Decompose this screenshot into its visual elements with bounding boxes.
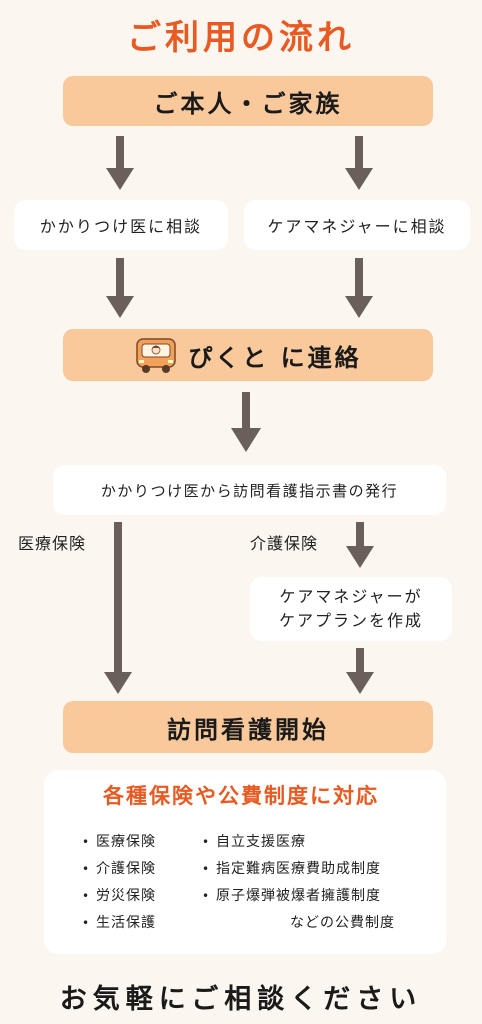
consult-doctor-box: かかりつけ医に相談 [14,200,228,250]
bus-icon [136,338,177,373]
start-visit-label: 訪問看護開始 [167,715,329,744]
contact-label: ぴくと に連絡 [188,343,362,372]
insurance-item: 介護保険 [82,858,156,878]
arrow-down-icon [104,522,132,694]
start-label: ご本人・ご家族 [153,89,343,118]
public-program-item: 指定難病医療費助成制度 [202,858,381,878]
public-program-item: 自立支援医療 [202,831,306,851]
public-program-item: 原子爆弾被爆者擁護制度 [202,885,381,905]
medical-insurance-label: 医療保険 [18,534,87,553]
instruction-label: かかりつけ医から訪問看護指示書の発行 [100,481,399,500]
instruction-box: かかりつけ医から訪問看護指示書の発行 [53,465,446,515]
arrow-down-icon [106,136,134,190]
careplan-line-2: ケアプランを作成 [278,611,423,630]
consult-caremanager-box: ケアマネジャーに相談 [244,200,470,250]
arrow-down-icon [345,136,373,190]
arrow-down-icon [346,648,374,694]
public-program-note: などの公費制度 [290,915,395,931]
careplan-line-1: ケアマネジャーが [279,587,423,606]
start-box: ご本人・ご家族 [63,76,433,126]
insurance-item: 医療保険 [82,831,156,851]
insurance-item: 生活保護 [82,912,156,932]
consult-doctor-label: かかりつけ医に相談 [39,217,203,236]
start-visit-box: 訪問看護開始 [63,701,433,753]
contact-box: ぴくと に連絡 [63,329,433,381]
arrow-down-icon [106,258,134,318]
arrow-down-icon [346,522,374,568]
footer-message: お気軽にご相談ください [59,984,423,1015]
insurance-item: 労災保険 [82,885,156,905]
arrow-down-icon [231,392,261,452]
care-insurance-label: 介護保険 [250,534,319,553]
page-title: ご利用の流れ [127,18,355,58]
consult-caremanager-label: ケアマネジャーに相談 [267,217,447,236]
careplan-box: ケアマネジャーが ケアプランを作成 [250,577,452,641]
arrow-down-icon [345,258,373,318]
insurance-heading: 各種保険や公費制度に対応 [103,784,379,808]
